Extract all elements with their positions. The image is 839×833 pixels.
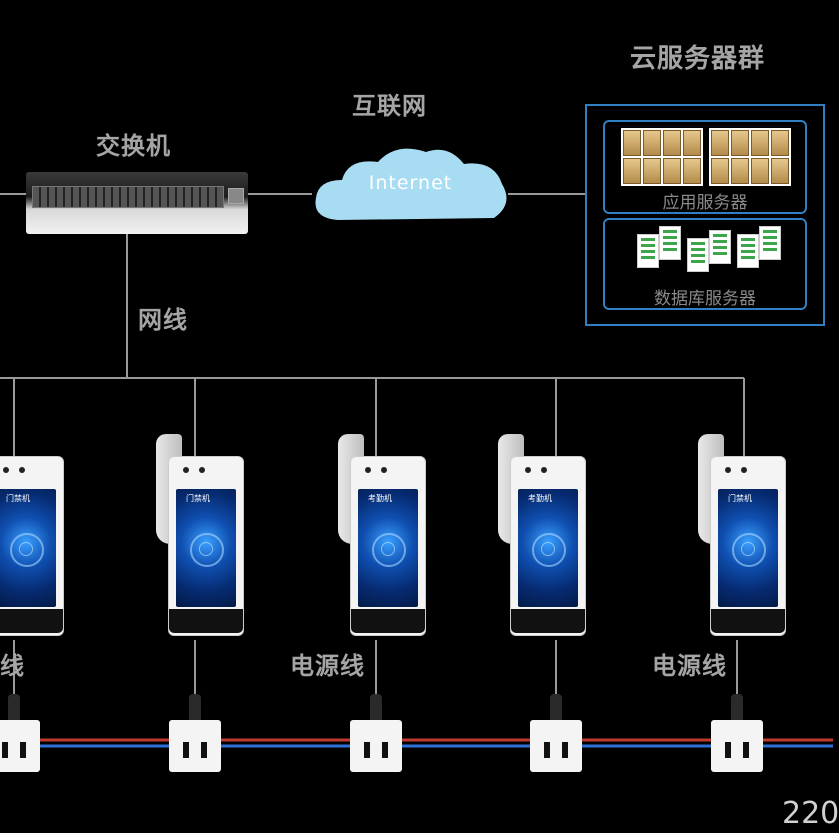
face-terminal-icon: 考勤机 xyxy=(498,432,608,642)
power-socket-icon xyxy=(350,720,402,772)
terminal-screen: 门禁机 xyxy=(718,489,778,607)
terminal-screen-text: 门禁机 xyxy=(728,494,752,503)
power-socket-icon xyxy=(530,720,582,772)
network-switch-icon xyxy=(26,172,248,234)
power-cable-label-1: 电源线 xyxy=(290,652,365,680)
terminal-body: 考勤机 xyxy=(510,456,586,636)
db-servers-label: 数据库服务器 xyxy=(654,289,756,309)
db-server-rack-icon xyxy=(687,238,709,272)
power-cable-label-2: 电源线 xyxy=(652,652,727,680)
terminal-body: 门禁机 xyxy=(0,456,64,636)
power-socket-icon xyxy=(711,720,763,772)
db-server-group: 数据库服务器 xyxy=(603,218,807,310)
power-cable-label-partial: 线 xyxy=(0,652,25,680)
terminal-screen: 考勤机 xyxy=(518,489,578,607)
switch-sfp-port xyxy=(228,188,244,204)
face-terminal-icon: 门禁机 xyxy=(0,432,86,642)
power-plug-icon xyxy=(550,694,562,728)
power-plug-icon xyxy=(8,694,20,728)
cloud-server-cluster: 应用服务器 数据库服务器 xyxy=(585,104,825,326)
switch-ports xyxy=(32,186,224,208)
app-server-boxes-icon xyxy=(709,128,791,186)
db-server-rack-icon xyxy=(709,230,731,264)
power-socket-icon xyxy=(169,720,221,772)
db-server-rack-icon xyxy=(737,234,759,268)
db-server-rack-icon xyxy=(759,226,781,260)
cloud-shape xyxy=(315,148,507,220)
terminal-screen-text: 考勤机 xyxy=(368,494,392,503)
app-server-group: 应用服务器 xyxy=(603,120,807,214)
face-terminal-icon: 考勤机 xyxy=(338,432,448,642)
power-socket-icon xyxy=(0,720,40,772)
terminal-screen: 考勤机 xyxy=(358,489,418,607)
face-terminal-icon: 门禁机 xyxy=(698,432,808,642)
terminal-body: 门禁机 xyxy=(168,456,244,636)
terminal-screen: 门禁机 xyxy=(0,489,56,607)
internet-cloud-icon: Internet xyxy=(308,140,513,230)
internet-label: 互联网 xyxy=(352,92,427,120)
db-server-rack-icon xyxy=(637,234,659,268)
db-server-rack-icon xyxy=(659,226,681,260)
terminal-screen-text: 门禁机 xyxy=(6,494,30,503)
terminal-screen-text: 门禁机 xyxy=(186,494,210,503)
power-plug-icon xyxy=(370,694,382,728)
power-plug-icon xyxy=(731,694,743,728)
internet-text: Internet xyxy=(368,172,453,194)
terminal-screen-text: 考勤机 xyxy=(528,494,552,503)
face-terminal-icon: 门禁机 xyxy=(156,432,266,642)
switch-label: 交换机 xyxy=(96,132,171,160)
cloud-cluster-label: 云服务器群 xyxy=(630,44,766,74)
terminal-body: 门禁机 xyxy=(710,456,786,636)
app-server-boxes-icon xyxy=(621,128,703,186)
app-servers-label: 应用服务器 xyxy=(662,193,748,213)
power-plug-icon xyxy=(189,694,201,728)
footer-number: 220 xyxy=(782,796,839,831)
terminal-body: 考勤机 xyxy=(350,456,426,636)
terminal-screen: 门禁机 xyxy=(176,489,236,607)
network-cable-label: 网线 xyxy=(138,306,188,334)
